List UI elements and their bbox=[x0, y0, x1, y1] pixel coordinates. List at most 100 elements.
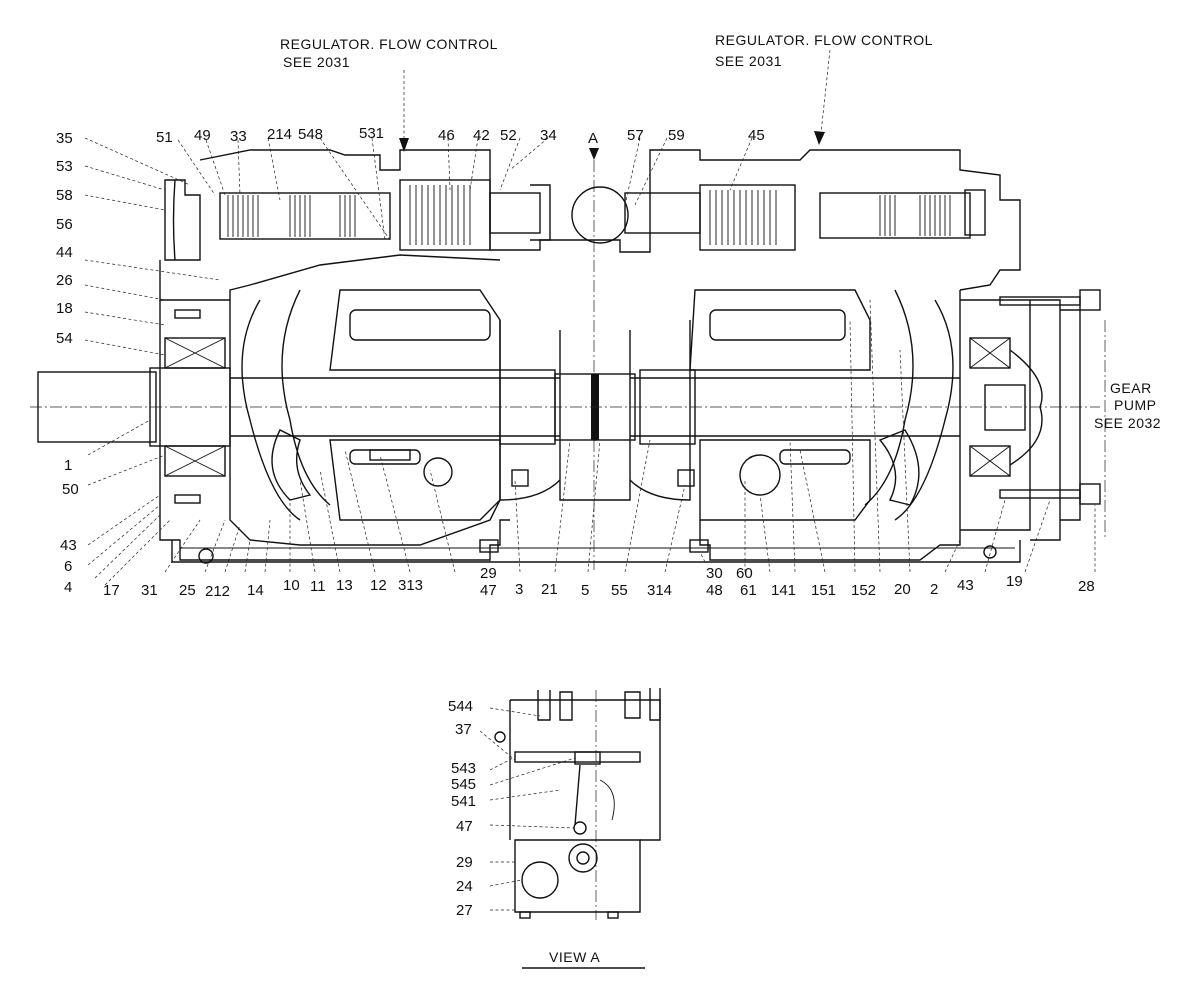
left-valve-plate-port bbox=[423, 457, 453, 487]
view-a-plug-37 bbox=[494, 731, 506, 743]
regulator-left-arrow-head bbox=[399, 138, 409, 152]
label-141: 141 bbox=[771, 582, 796, 599]
label-43-right: 43 bbox=[957, 577, 974, 594]
center-bearing-block bbox=[559, 330, 631, 501]
label-548: 548 bbox=[298, 126, 323, 143]
view-a-port bbox=[521, 861, 559, 899]
right-spool-body bbox=[819, 192, 971, 239]
left-piston-upper bbox=[349, 309, 491, 341]
plug-29 bbox=[479, 539, 499, 553]
regulator-callout-right: REGULATOR. FLOW CONTROL SEE 2031 bbox=[715, 32, 933, 145]
upper-housing-outline bbox=[199, 149, 1021, 291]
label-55: 55 bbox=[611, 582, 628, 599]
label-151: 151 bbox=[811, 582, 836, 599]
left-spool-threads bbox=[227, 195, 356, 237]
right-housing-lower bbox=[699, 290, 961, 561]
view-a-inner-curve bbox=[599, 779, 615, 821]
view-a-cross-rod bbox=[514, 751, 641, 763]
label-29: 29 bbox=[480, 565, 497, 582]
left-upper-bearing bbox=[164, 337, 226, 369]
label-52: 52 bbox=[500, 127, 517, 144]
label-19: 19 bbox=[1006, 573, 1023, 590]
label-35: 35 bbox=[56, 130, 73, 147]
left-column-labels: 35 53 58 56 44 26 18 54 1 50 43 6 4 bbox=[56, 130, 79, 596]
left-cap-curve bbox=[172, 179, 176, 261]
regulator-right-arrow bbox=[819, 49, 831, 143]
label-4: 4 bbox=[64, 579, 72, 596]
gear-pump-mount bbox=[1030, 299, 1061, 541]
bearings bbox=[164, 337, 1043, 477]
regulator-left-line-1: REGULATOR. FLOW CONTROL bbox=[280, 36, 498, 52]
plug-313b bbox=[511, 469, 529, 487]
right-lower-bearing bbox=[969, 445, 1011, 477]
label-13: 13 bbox=[336, 577, 353, 594]
label-20: 20 bbox=[894, 581, 911, 598]
label-51: 51 bbox=[156, 129, 173, 146]
right-servo-threads bbox=[709, 190, 777, 245]
left-lower-bearing bbox=[164, 445, 226, 477]
base-plate bbox=[171, 540, 1021, 563]
label-27: 27 bbox=[456, 902, 473, 919]
view-a-lower-block bbox=[514, 839, 641, 913]
bolt-right-upper bbox=[999, 296, 1081, 306]
shaft-right-section bbox=[630, 377, 960, 437]
bottom-row-labels: 17 31 25 212 14 10 11 13 12 313 29 47 3 … bbox=[103, 565, 1095, 600]
label-6: 6 bbox=[64, 558, 72, 575]
plug-25 bbox=[198, 548, 214, 564]
right-upper-bearing bbox=[969, 337, 1011, 369]
label-25: 25 bbox=[179, 582, 196, 599]
regulator-right-line-2: SEE 2031 bbox=[715, 53, 782, 69]
right-spool-nut bbox=[964, 189, 986, 236]
upper-left-shoulder bbox=[159, 254, 501, 301]
label-212: 212 bbox=[205, 583, 230, 600]
left-shoe bbox=[271, 429, 312, 501]
left-swash-plate-inner bbox=[281, 289, 331, 506]
left-servo-rod bbox=[489, 192, 541, 234]
label-46: 46 bbox=[438, 127, 455, 144]
bolt-right-lower-head bbox=[1079, 483, 1101, 505]
center-trunnion bbox=[571, 186, 629, 244]
view-a-pin bbox=[573, 821, 587, 835]
label-214: 214 bbox=[267, 126, 292, 143]
left-rotating-group bbox=[241, 289, 501, 521]
right-piston-upper bbox=[709, 309, 846, 341]
view-a-detail: 544 37 543 545 541 47 29 24 27 VIEW A bbox=[448, 688, 661, 969]
label-42: 42 bbox=[473, 127, 490, 144]
view-a-foot-right bbox=[607, 911, 619, 919]
gear-pump-coupling bbox=[984, 384, 1026, 431]
label-33: 33 bbox=[230, 128, 247, 145]
label-3: 3 bbox=[515, 581, 523, 598]
label-14: 14 bbox=[247, 582, 264, 599]
label-34: 34 bbox=[540, 127, 557, 144]
regulator-left-line-2: SEE 2031 bbox=[283, 54, 350, 70]
left-servo-nut bbox=[530, 184, 551, 241]
view-a-pushrod bbox=[574, 764, 581, 826]
pump-housing bbox=[159, 149, 1106, 563]
gear-pump-line-3: SEE 2032 bbox=[1094, 415, 1161, 431]
label-545: 545 bbox=[451, 776, 476, 793]
view-a-title: VIEW A bbox=[549, 949, 600, 965]
label-45: 45 bbox=[748, 127, 765, 144]
view-a-foot-left bbox=[519, 911, 531, 919]
label-53: 53 bbox=[56, 158, 73, 175]
left-housing-lower bbox=[159, 300, 510, 561]
left-cylinder-upper bbox=[329, 289, 501, 371]
right-end-plate bbox=[960, 299, 1031, 531]
right-shoe bbox=[878, 429, 920, 506]
plug-314 bbox=[677, 469, 695, 487]
section-mark-label: A bbox=[588, 130, 598, 147]
gear-pump-body bbox=[1060, 309, 1081, 521]
gear-pump-drive bbox=[1009, 349, 1043, 466]
center-left-web bbox=[499, 320, 561, 501]
view-a-lever-hub bbox=[576, 851, 590, 865]
label-43: 43 bbox=[60, 537, 77, 554]
label-12: 12 bbox=[370, 577, 387, 594]
label-17: 17 bbox=[103, 582, 120, 599]
view-a-boss-left bbox=[537, 690, 551, 721]
label-50: 50 bbox=[62, 481, 79, 498]
gear-pump-line-2: PUMP bbox=[1114, 397, 1156, 413]
gear-pump-callout: GEAR PUMP SEE 2032 bbox=[1094, 380, 1161, 431]
regulator-callout-left: REGULATOR. FLOW CONTROL SEE 2031 bbox=[280, 36, 498, 152]
regulator-right-line-1: REGULATOR. FLOW CONTROL bbox=[715, 32, 933, 48]
gear-pump-line-1: GEAR bbox=[1110, 380, 1152, 396]
